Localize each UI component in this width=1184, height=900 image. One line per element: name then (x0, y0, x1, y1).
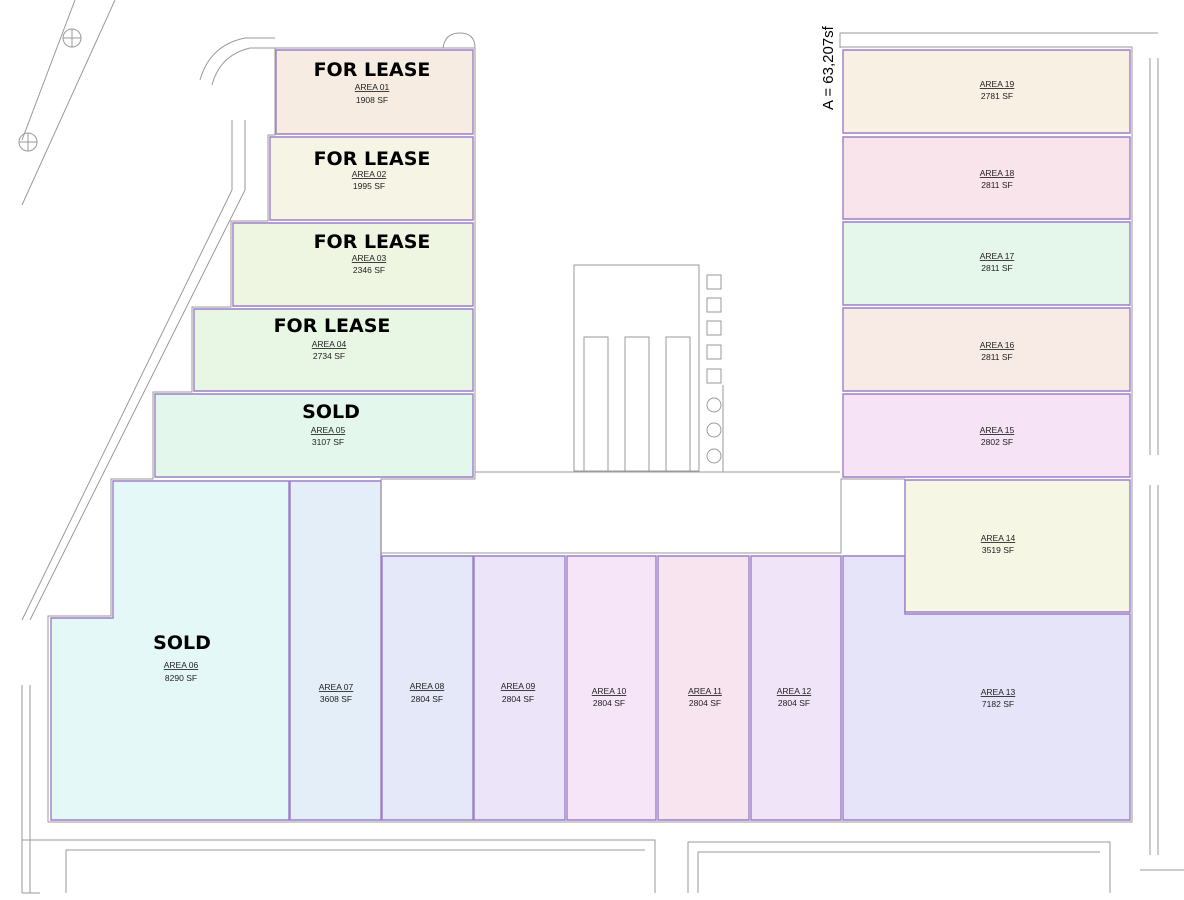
unit-area-label: AREA 13 (981, 687, 1016, 697)
unit-area-label: AREA 11 (688, 686, 722, 696)
unit-area-label: AREA 07 (319, 682, 354, 692)
unit-sf: 2804 SF (778, 698, 810, 708)
unit-area-label: AREA 09 (501, 681, 536, 691)
unit-area-label: AREA 14 (981, 533, 1016, 543)
unit-sf: 8290 SF (165, 673, 197, 683)
unit-16[interactable] (842, 307, 1131, 392)
unit-18[interactable] (842, 136, 1131, 220)
unit-area-label: AREA 06 (164, 660, 199, 670)
unit-15[interactable] (842, 393, 1131, 478)
units-layer (50, 49, 1131, 821)
unit-area-label: AREA 19 (980, 79, 1015, 89)
unit-sf: 2781 SF (981, 91, 1013, 101)
unit-status: FOR LEASE (314, 231, 431, 253)
unit-sf: 2734 SF (313, 351, 345, 361)
unit-14[interactable] (904, 479, 1131, 613)
unit-sf: 3107 SF (312, 437, 344, 447)
unit-area-label: AREA 15 (980, 425, 1015, 435)
unit-area-label: AREA 17 (980, 251, 1015, 261)
unit-01[interactable] (275, 49, 474, 135)
building-outer-wall (47, 46, 1133, 823)
unit-area-label: AREA 16 (980, 340, 1015, 350)
unit-status: FOR LEASE (314, 59, 431, 81)
unit-19[interactable] (842, 49, 1131, 134)
unit-sf: 2804 SF (689, 698, 721, 708)
unit-sf: 2811 SF (981, 180, 1013, 190)
unit-sf: 1995 SF (353, 181, 385, 191)
unit-area-label: AREA 01 (355, 82, 390, 92)
central-courtyard-structure (475, 264, 840, 473)
unit-06[interactable] (50, 480, 290, 821)
unit-area-label: AREA 18 (980, 168, 1015, 178)
unit-area-label: AREA 04 (312, 339, 347, 349)
unit-status: SOLD (302, 401, 360, 423)
unit-sf: 2804 SF (502, 694, 534, 704)
unit-sf: 2811 SF (981, 263, 1013, 273)
unit-08[interactable] (381, 555, 474, 821)
unit-17[interactable] (842, 221, 1131, 306)
site-linework (21, 0, 1184, 894)
unit-area-label: AREA 05 (311, 425, 346, 435)
unit-09[interactable] (473, 555, 566, 821)
total-area-label: A = 63,207sf (820, 25, 837, 110)
unit-status: FOR LEASE (314, 148, 431, 170)
unit-04[interactable] (193, 308, 474, 392)
unit-sf: 2346 SF (353, 265, 385, 275)
unit-sf: 7182 SF (982, 699, 1014, 709)
unit-area-label: AREA 10 (592, 686, 627, 696)
unit-labels: FOR LEASE AREA 01 1908 SF FOR LEASE AREA… (153, 59, 1015, 709)
unit-sf: 2804 SF (411, 694, 443, 704)
unit-status: SOLD (153, 632, 211, 654)
unit-05[interactable] (154, 393, 474, 478)
unit-02[interactable] (269, 136, 474, 221)
unit-area-label: AREA 08 (410, 681, 445, 691)
unit-12[interactable] (750, 555, 842, 821)
unit-sf: 2811 SF (981, 352, 1013, 362)
unit-area-label: AREA 02 (352, 169, 387, 179)
unit-sf: 3519 SF (982, 545, 1014, 555)
unit-status: FOR LEASE (274, 315, 391, 337)
unit-11[interactable] (657, 555, 750, 821)
unit-area-label: AREA 12 (777, 686, 812, 696)
unit-sf: 2802 SF (981, 437, 1013, 447)
unit-sf: 1908 SF (356, 95, 388, 105)
unit-sf: 3608 SF (320, 694, 352, 704)
unit-07[interactable] (289, 480, 382, 821)
unit-03[interactable] (232, 222, 474, 307)
unit-area-label: AREA 03 (352, 253, 387, 263)
unit-10[interactable] (566, 555, 657, 821)
tree-icon (18, 28, 82, 152)
unit-sf: 2804 SF (593, 698, 625, 708)
